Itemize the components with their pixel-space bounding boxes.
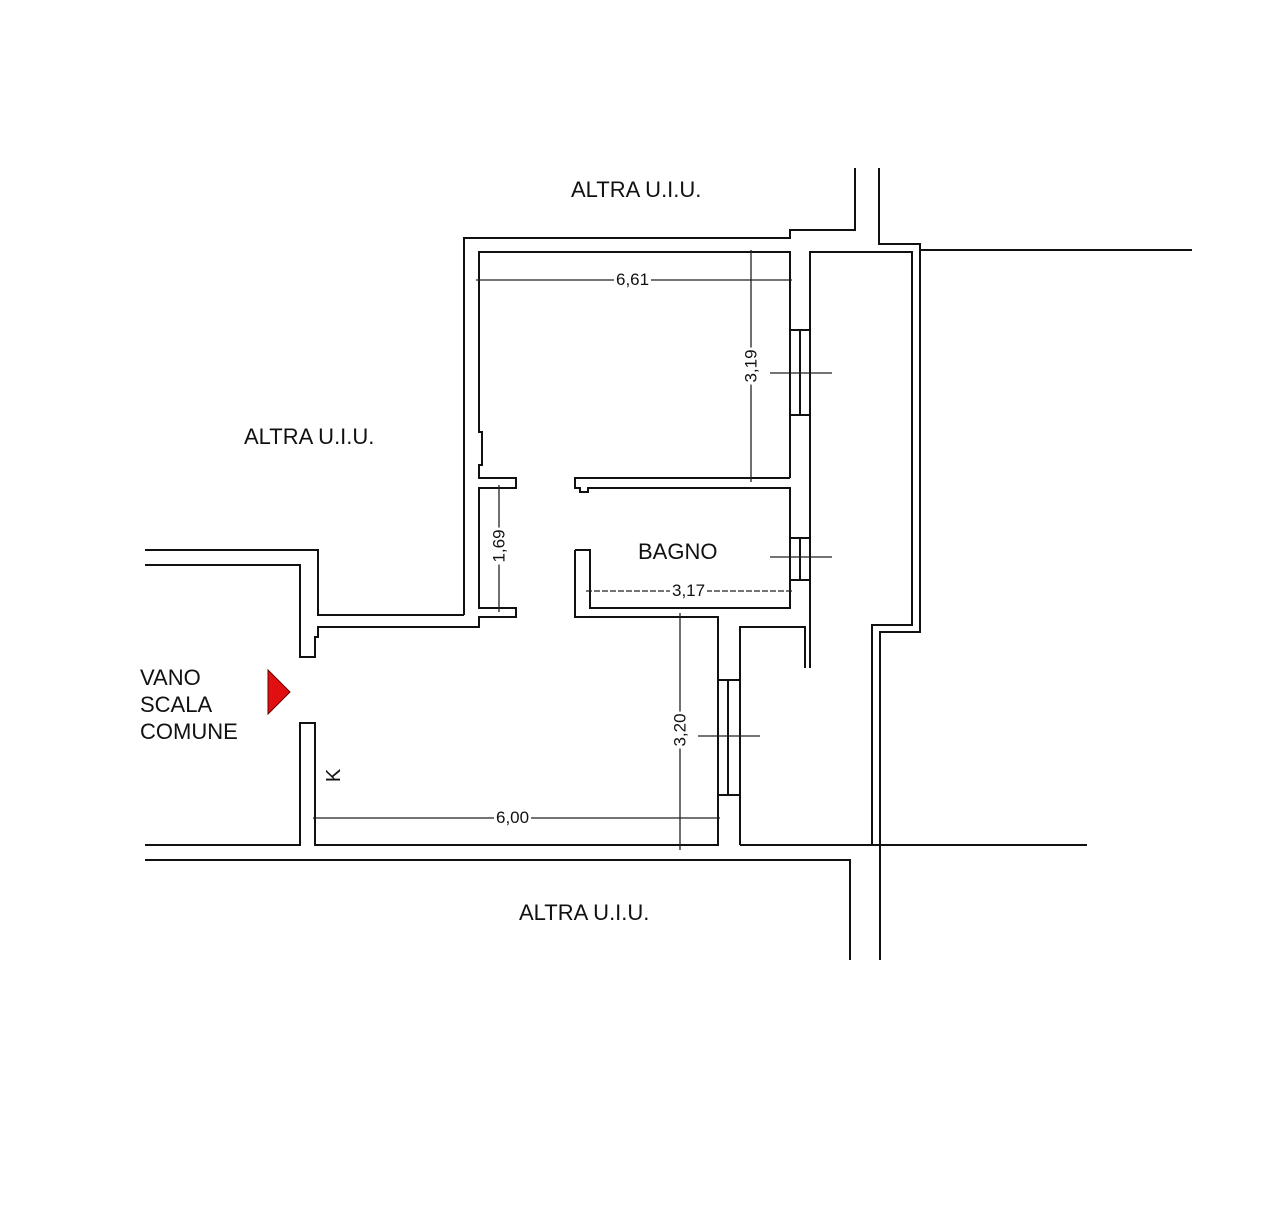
dim-room-width: 6,61	[614, 270, 652, 290]
dim-bath-width: 3,17	[670, 581, 708, 601]
vano-line-3: COMUNE	[140, 719, 238, 744]
vano-line-2: SCALA	[140, 692, 213, 717]
dim-living-width: 6,00	[494, 808, 532, 828]
dim-corridor: 1,69	[489, 527, 510, 565]
dim-room-depth: 3,19	[741, 347, 762, 385]
label-altra-uiu-bottom: ALTRA U.I.U.	[519, 900, 650, 925]
dim-living-depth: 3,20	[670, 711, 691, 749]
label-vano-scala: VANO SCALA COMUNE	[140, 664, 238, 745]
label-k: K	[323, 768, 346, 783]
vano-line-1: VANO	[140, 665, 201, 690]
dimension-lines	[313, 250, 794, 850]
walls	[145, 168, 1192, 960]
label-altra-uiu-top: ALTRA U.I.U.	[571, 177, 702, 202]
label-bagno: BAGNO	[638, 539, 718, 564]
entrance-arrow-icon	[267, 668, 291, 716]
label-altra-uiu-left: ALTRA U.I.U.	[244, 424, 375, 449]
